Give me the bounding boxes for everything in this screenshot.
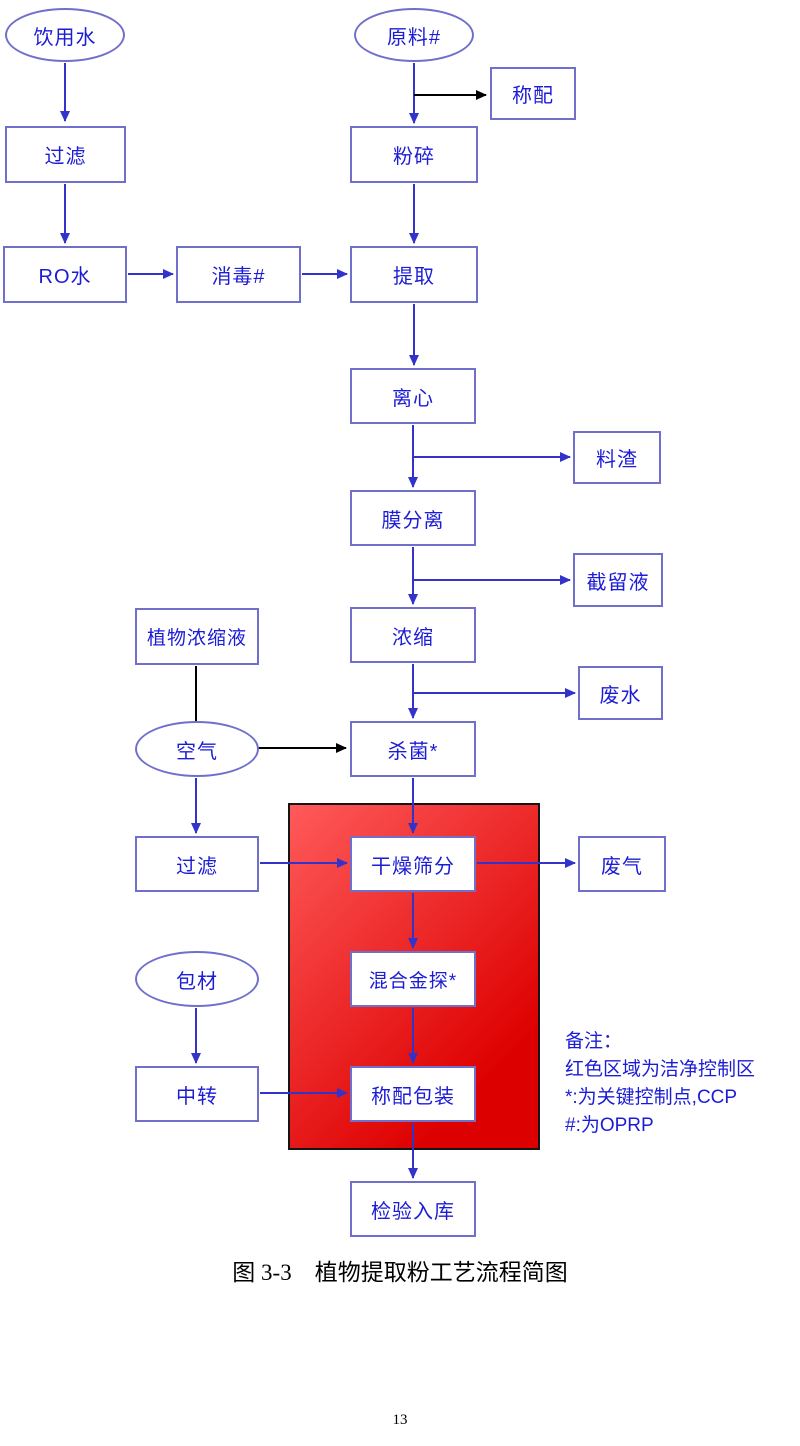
node-drinking-water: 饮用水 xyxy=(5,8,125,62)
node-extraction: 提取 xyxy=(350,246,478,303)
node-packaging-material: 包材 xyxy=(135,951,259,1007)
notes-line-ccp: *:为关键控制点,CCP xyxy=(565,1087,738,1108)
node-crushing: 粉碎 xyxy=(350,126,478,183)
node-transfer: 中转 xyxy=(135,1066,259,1122)
blue-arrows xyxy=(60,63,576,1179)
node-retentate: 截留液 xyxy=(573,553,663,607)
node-sterilization: 杀菌* xyxy=(350,721,476,777)
node-drying-sieving: 干燥筛分 xyxy=(350,836,476,892)
node-raw-material: 原料# xyxy=(354,8,474,62)
node-waste-gas: 废气 xyxy=(578,836,666,892)
node-weighing-packaging: 称配包装 xyxy=(350,1066,476,1122)
node-concentration: 浓缩 xyxy=(350,607,476,663)
node-filter-2: 过滤 xyxy=(135,836,259,892)
node-centrifuge: 离心 xyxy=(350,368,476,424)
node-mixing-metal-detection: 混合金探* xyxy=(350,951,476,1007)
notes-title: 备注： xyxy=(565,1031,623,1052)
node-weighing: 称配 xyxy=(490,67,576,120)
node-residue: 料渣 xyxy=(573,431,661,484)
notes-line-oprp: #:为OPRP xyxy=(565,1115,654,1136)
node-air: 空气 xyxy=(135,721,259,777)
figure-caption: 图 3-3 植物提取粉工艺流程简图 xyxy=(232,1260,568,1285)
node-filter-1: 过滤 xyxy=(5,126,126,183)
node-disinfect: 消毒# xyxy=(176,246,301,303)
node-plant-concentrate: 植物浓缩液 xyxy=(135,608,259,665)
notes-block: 备注： 红色区域为洁净控制区 *:为关键控制点,CCP #:为OPRP xyxy=(565,1028,755,1140)
node-wastewater: 废水 xyxy=(578,666,663,720)
node-membrane-separation: 膜分离 xyxy=(350,490,476,546)
node-inspection-storage: 检验入库 xyxy=(350,1181,476,1237)
node-ro-water: RO水 xyxy=(3,246,127,303)
notes-line-clean-zone: 红色区域为洁净控制区 xyxy=(565,1059,756,1080)
page-number: 13 xyxy=(392,1412,408,1428)
